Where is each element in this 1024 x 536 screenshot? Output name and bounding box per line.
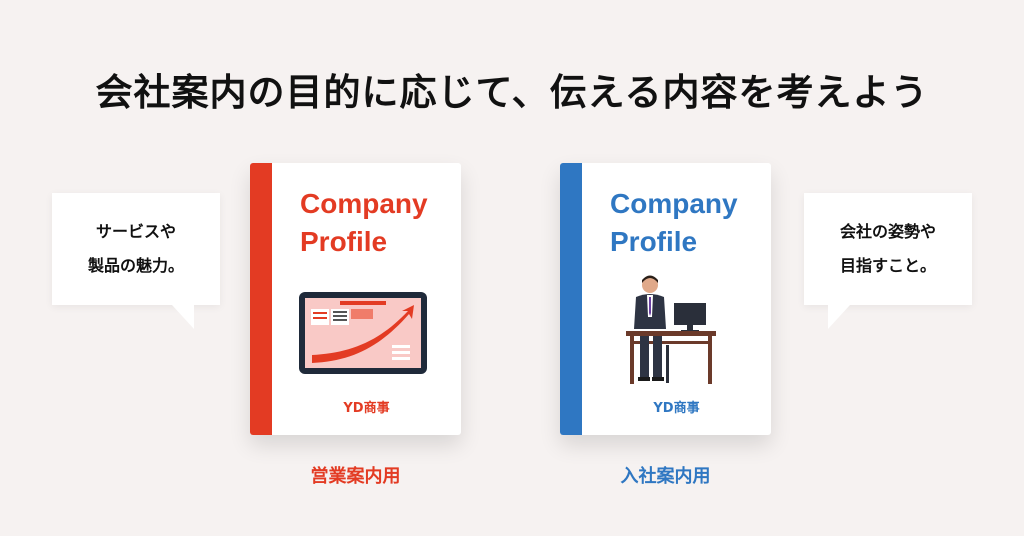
bubble-left-line-2: 製品の魅力。 (87, 256, 184, 275)
speech-bubble-left: サービスや 製品の魅力。 (52, 193, 220, 305)
caption-sales: 営業案内用 (310, 466, 401, 487)
company-name: YD商事 (343, 401, 390, 416)
bubble-right-line-1: 会社の姿勢や (839, 222, 936, 241)
tablet-growth-chart-icon (298, 291, 428, 379)
book-title-line-2: Profile (300, 226, 388, 257)
book-title-line-2: Profile (610, 226, 698, 257)
company-profile-book-sales: Company Profile YD商事 (250, 163, 461, 435)
caption-recruit: 入社案内用 (620, 466, 711, 487)
book-title: Company Profile (610, 185, 738, 261)
book-title: Company Profile (300, 185, 428, 261)
book-title-line-1: Company (300, 188, 428, 219)
speech-bubble-right: 会社の姿勢や 目指すこと。 (804, 193, 972, 305)
businessman-at-desk-icon (626, 273, 716, 393)
book-spine (250, 163, 272, 435)
company-profile-book-recruit: Company Profile (560, 163, 771, 435)
speech-bubble-left-tail (172, 305, 194, 329)
bubble-right-line-2: 目指すこと。 (839, 256, 936, 275)
book-title-line-1: Company (610, 188, 738, 219)
page-title: 会社案内の目的に応じて、伝える内容を考えよう (95, 71, 929, 114)
bubble-left-line-1: サービスや (95, 222, 176, 241)
speech-bubble-right-tail (828, 305, 850, 329)
book-spine (560, 163, 582, 435)
company-name: YD商事 (653, 401, 700, 416)
